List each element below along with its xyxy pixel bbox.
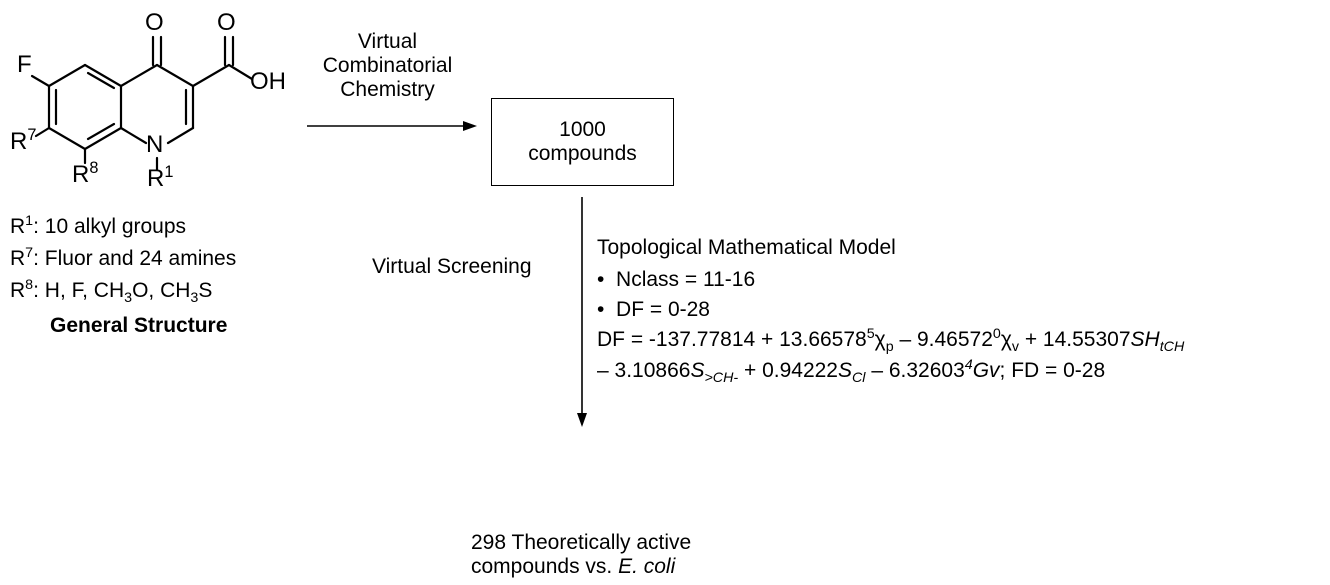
combinatorial-label: Virtual Combinatorial Chemistry: [322, 30, 453, 101]
bullet-df: • DF = 0-28: [597, 298, 710, 321]
result-text: 298 Theoretically active compounds vs. E…: [471, 531, 692, 578]
bullet-nclass: • Nclass = 11-16: [597, 268, 756, 291]
substituent-r7: R7: Fluor and 24 amines: [10, 245, 237, 270]
model-title: Topological Mathematical Model: [597, 236, 896, 259]
ring-bonds: [30, 35, 254, 172]
combinatorial-arrow: [307, 121, 477, 131]
fluorine-atom: F: [17, 51, 32, 78]
compounds-count: 1000 compounds: [528, 118, 637, 165]
r8-substituent: R8: [72, 159, 99, 188]
virtual-screening-label: Virtual Screening: [372, 255, 532, 278]
keto-oxygen-atom: O: [145, 9, 164, 36]
nitrogen-atom: N: [146, 131, 164, 158]
equation-line-1: DF = -137.77814 + 13.665785χp – 9.465720…: [597, 326, 1185, 356]
r7-substituent: R7: [10, 126, 37, 155]
r1-substituent: R1: [147, 163, 174, 192]
acid-oxygen-atom: O: [217, 9, 236, 36]
structure-caption: General Structure: [50, 314, 228, 337]
screening-arrow: [577, 197, 587, 427]
substituent-r8: R8: H, F, CH3O, CH3S: [10, 277, 213, 307]
hydroxyl-group: OH: [250, 68, 286, 95]
substituent-r1: R1: 10 alkyl groups: [10, 213, 187, 238]
compounds-box: [491, 98, 674, 186]
equation-line-2: – 3.10866S>CH- + 0.94222SCl – 6.326034Gv…: [597, 357, 1106, 387]
